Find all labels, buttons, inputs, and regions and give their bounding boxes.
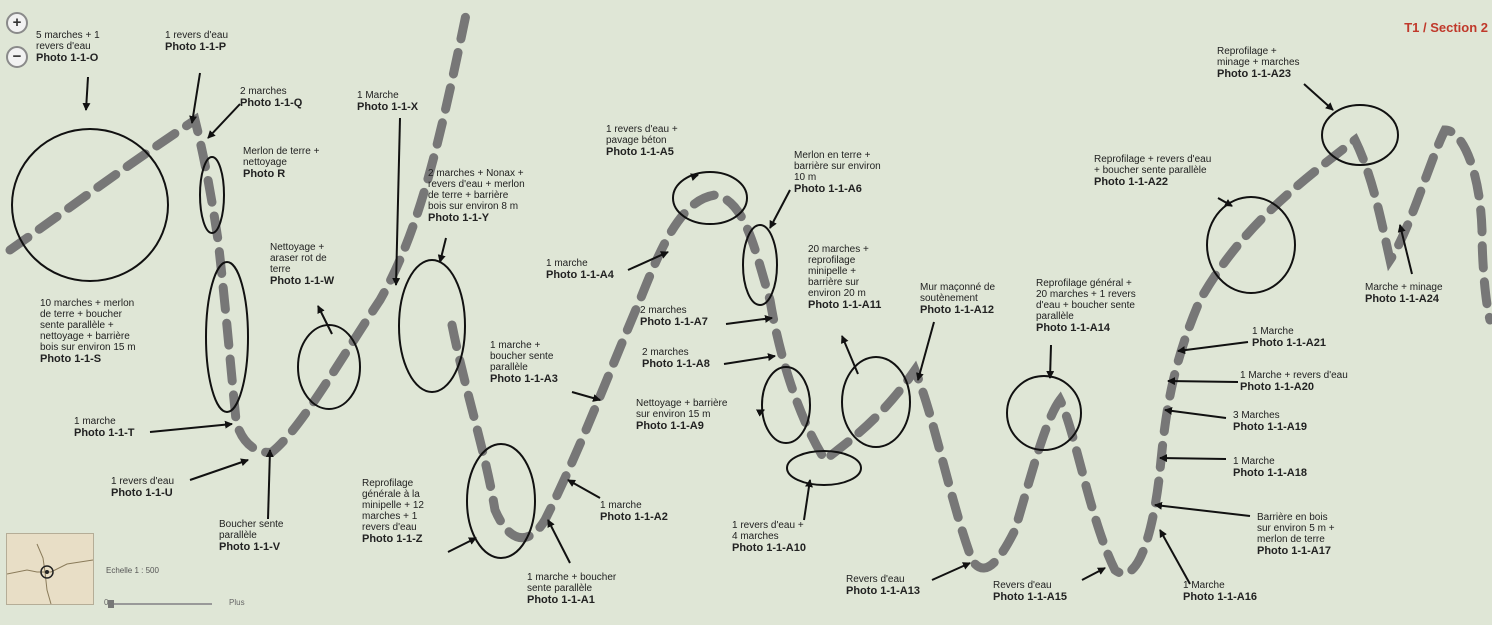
annotation-A14: Reprofilage général +20 marches + 1 reve… — [1036, 278, 1136, 334]
annotation-Y: 2 marches + Nonax +revers d'eau + merlon… — [428, 168, 525, 224]
zoom-slider[interactable] — [108, 603, 212, 605]
marker-W — [298, 325, 360, 409]
slider-max-label: Plus — [229, 598, 245, 607]
annotation-A22: Reprofilage + revers d'eau+ boucher sent… — [1094, 154, 1211, 188]
scale-label: Echelle 1 : 500 — [106, 566, 159, 575]
marker-A11 — [842, 357, 910, 447]
marker-Z — [467, 444, 535, 558]
zoom-slider-handle[interactable] — [108, 600, 114, 608]
marker-A22 — [1207, 197, 1295, 293]
minimap-graphic — [7, 534, 93, 604]
overview-minimap[interactable] — [6, 533, 94, 605]
zoom-in-button[interactable]: + — [6, 12, 28, 34]
zoom-out-button[interactable]: − — [6, 46, 28, 68]
section-title: T1 / Section 2 — [1404, 20, 1488, 35]
marker-O — [12, 129, 168, 281]
